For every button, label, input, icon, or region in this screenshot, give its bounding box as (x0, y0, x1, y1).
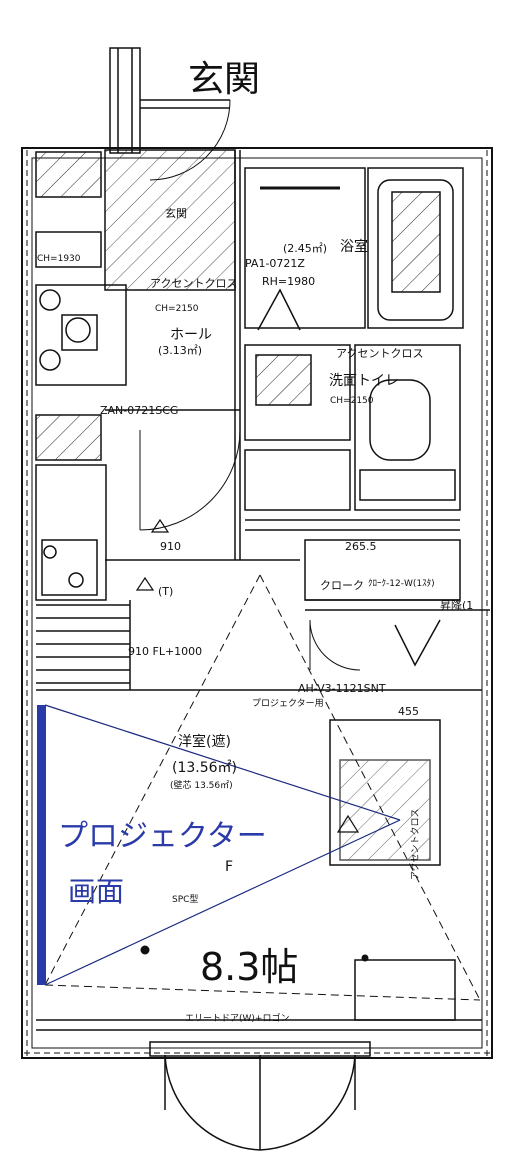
projector-label-2: 画面 (68, 875, 125, 908)
accent-cross-wash: アクセントクロス (336, 347, 424, 360)
dim-910-label: 910 (160, 540, 181, 553)
wall-dashes (24, 150, 490, 1056)
door-code2-label: ZAN-0721SCG (100, 404, 179, 417)
main-room (36, 689, 482, 1031)
fl-label: 910 FL+1000 (128, 645, 203, 658)
balcony-doors (149, 1041, 371, 1151)
misc-marks (140, 945, 369, 962)
left-column (35, 151, 127, 601)
corridor (104, 149, 300, 561)
washroom (244, 344, 461, 531)
dim-455-label: 455 (398, 705, 419, 718)
door-code-label: AH-V3-1121SNT (298, 682, 386, 695)
kaidan-label: 昇降(1 (440, 599, 474, 612)
closet (304, 539, 490, 667)
ch-hall: CH=2150 (155, 304, 199, 314)
outer-walls (21, 147, 493, 1059)
washroom-label: 洗面トイレ (329, 373, 399, 389)
spc-label: SPC型 (172, 895, 199, 905)
bath-spec-label: RH=1980 (262, 275, 316, 288)
projector-label-1: プロジェクター (58, 819, 267, 854)
accent-vertical-label: アクセントクロス (411, 808, 421, 880)
accent-cross-hall: アクセントクロス (150, 277, 238, 290)
bath-area-label: (2.45㎡) (283, 242, 328, 255)
bath-door-label: PA1-0721Z (245, 257, 305, 270)
ch-wash: CH=2150 (330, 396, 374, 406)
warning-icons (135, 518, 360, 833)
window-note-label: エリートドア(W)+ロゴン (185, 1014, 290, 1024)
tatami-label: 8.3帖 (200, 945, 299, 989)
projector-small-label: プロジェクター用 (252, 699, 324, 709)
dim-265-label: 265.5 (345, 540, 377, 553)
hall-area-label: (3.13㎡) (158, 344, 203, 357)
bathroom (244, 167, 464, 331)
bath-label: 浴室 (340, 239, 368, 255)
f-mark-label: F (225, 859, 234, 875)
door-swings (139, 429, 361, 671)
closet-spec-label: ｸﾛｰｸ-12-W(1ｽﾀ) (368, 579, 435, 589)
shelf-lines (36, 600, 131, 690)
t-mark-label: (T) (158, 585, 174, 598)
ch-top-label: CH=1930 (37, 254, 81, 264)
projector-beam (44, 704, 401, 986)
yoshitsu-area-label: (13.56㎡) (172, 760, 238, 776)
entrance-title: 玄関 (188, 59, 261, 100)
yoshitsu-label: 洋室(遮) (178, 734, 231, 750)
genkan-label: 玄関 (165, 207, 187, 220)
projector-screen (37, 705, 46, 985)
hall-label: ホール (170, 327, 212, 343)
yoshitsu-area2-label: (壁芯 13.56㎡) (170, 781, 233, 791)
projector-throw (44, 574, 481, 1001)
closet-label: クローク (320, 579, 364, 592)
